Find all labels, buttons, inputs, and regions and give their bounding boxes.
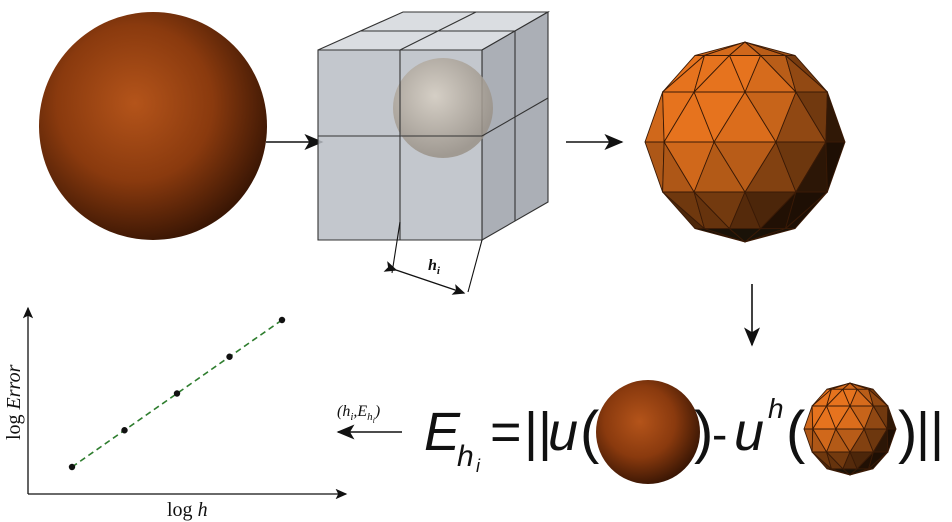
data-points [68, 316, 286, 471]
data-point [121, 427, 128, 434]
formula-uh-sup: h [768, 393, 784, 424]
mesh-facet [785, 191, 828, 230]
mesh-facet [849, 382, 858, 390]
cube-dimension-label: hi [428, 257, 441, 277]
data-point [68, 463, 76, 471]
convergence-plot: log h log Error [3, 306, 348, 521]
mesh-facet [744, 41, 796, 56]
mesh-facet [886, 428, 897, 453]
formula-u: u [548, 402, 578, 462]
formula-smooth-sphere [596, 380, 700, 484]
cube-dim-line-right [467, 239, 483, 293]
formula-lhs: E [424, 402, 461, 462]
formula-norm-close: || [916, 402, 944, 462]
data-point [173, 390, 181, 397]
formula-uh: u [734, 402, 764, 462]
faceted-sphere [644, 41, 846, 243]
mesh-facet [644, 141, 665, 193]
formula-lhs-subsub: i [476, 456, 481, 476]
formula-faceted-sphere [803, 382, 897, 476]
formula-equals: = [490, 402, 522, 462]
formula-paren-close-1: ) [694, 400, 713, 465]
formula-paren-open-1: ( [580, 400, 599, 465]
formula-paren-close-2: ) [898, 400, 917, 465]
fit-line [71, 319, 283, 468]
mesh-facet [825, 141, 846, 193]
formula-norm-open: || [524, 402, 552, 462]
mesh-facet [644, 91, 665, 143]
x-axis-label: log h [167, 499, 208, 521]
inner-sphere [393, 58, 493, 158]
formula-minus: - [712, 408, 727, 460]
mesh-facet [744, 41, 761, 56]
formula-lhs-sub: h [457, 440, 474, 473]
data-point [278, 316, 286, 324]
error-formula: E h i = || u ( ) - u h ( ) || [424, 380, 944, 484]
mesh-facet [825, 91, 846, 143]
mesh-facet [849, 382, 874, 390]
mesh-facet [886, 405, 897, 430]
cube-dimension-arrow [383, 261, 466, 295]
pair-label: (hi,Ehi) [337, 403, 380, 425]
formula-paren-open-2: ( [786, 400, 805, 465]
smooth-sphere [39, 12, 267, 240]
mesh-facet [868, 451, 889, 470]
mesh-cube [317, 11, 551, 293]
y-axis-label: log Error [3, 364, 25, 440]
data-point [226, 353, 233, 360]
